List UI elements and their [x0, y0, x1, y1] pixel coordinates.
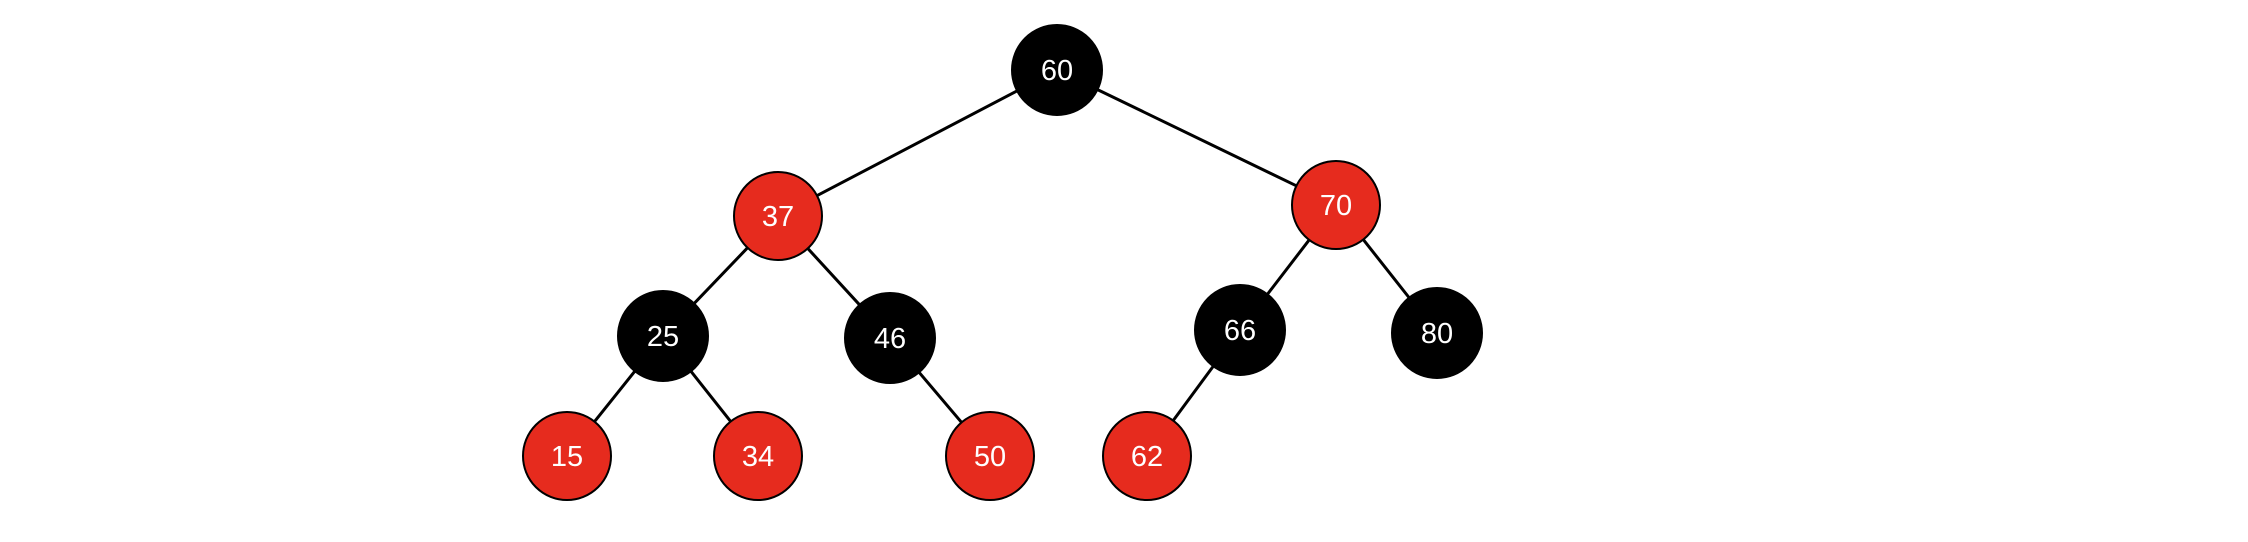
tree-node-25[interactable]: 25: [617, 290, 709, 382]
tree-node-62[interactable]: 62: [1102, 411, 1192, 501]
node-circle-80[interactable]: [1391, 287, 1483, 379]
node-circle-70[interactable]: [1291, 160, 1381, 250]
node-circle-66[interactable]: [1194, 284, 1286, 376]
tree-node-70[interactable]: 70: [1291, 160, 1381, 250]
tree-node-60[interactable]: 60: [1011, 24, 1103, 116]
tree-edge-46-50: [916, 369, 964, 425]
edge-layer: [592, 87, 1412, 425]
node-circle-60[interactable]: [1011, 24, 1103, 116]
tree-edge-66-62: [1170, 363, 1216, 424]
node-circle-25[interactable]: [617, 290, 709, 382]
tree-node-15[interactable]: 15: [522, 411, 612, 501]
tree-edge-37-25: [691, 245, 751, 306]
node-circle-62[interactable]: [1102, 411, 1192, 501]
tree-node-80[interactable]: 80: [1391, 287, 1483, 379]
node-circle-46[interactable]: [844, 292, 936, 384]
tree-edge-60-70: [1095, 87, 1299, 189]
tree-node-50[interactable]: 50: [945, 411, 1035, 501]
tree-node-46[interactable]: 46: [844, 292, 936, 384]
node-circle-15[interactable]: [522, 411, 612, 501]
tree-node-34[interactable]: 34: [713, 411, 803, 501]
tree-edge-25-34: [688, 368, 734, 425]
node-circle-34[interactable]: [713, 411, 803, 501]
tree-node-66[interactable]: 66: [1194, 284, 1286, 376]
node-circle-50[interactable]: [945, 411, 1035, 501]
tree-edge-37-46: [805, 245, 863, 308]
tree-edge-70-66: [1265, 237, 1312, 297]
node-circle-37[interactable]: [733, 171, 823, 261]
tree-edge-25-15: [592, 368, 638, 425]
tree-edge-60-37: [814, 88, 1020, 198]
node-layer: 60 37 70 25 46 66 80 15 34 50 62: [522, 24, 1483, 501]
tree-edge-70-80: [1360, 237, 1412, 301]
tree-node-37[interactable]: 37: [733, 171, 823, 261]
